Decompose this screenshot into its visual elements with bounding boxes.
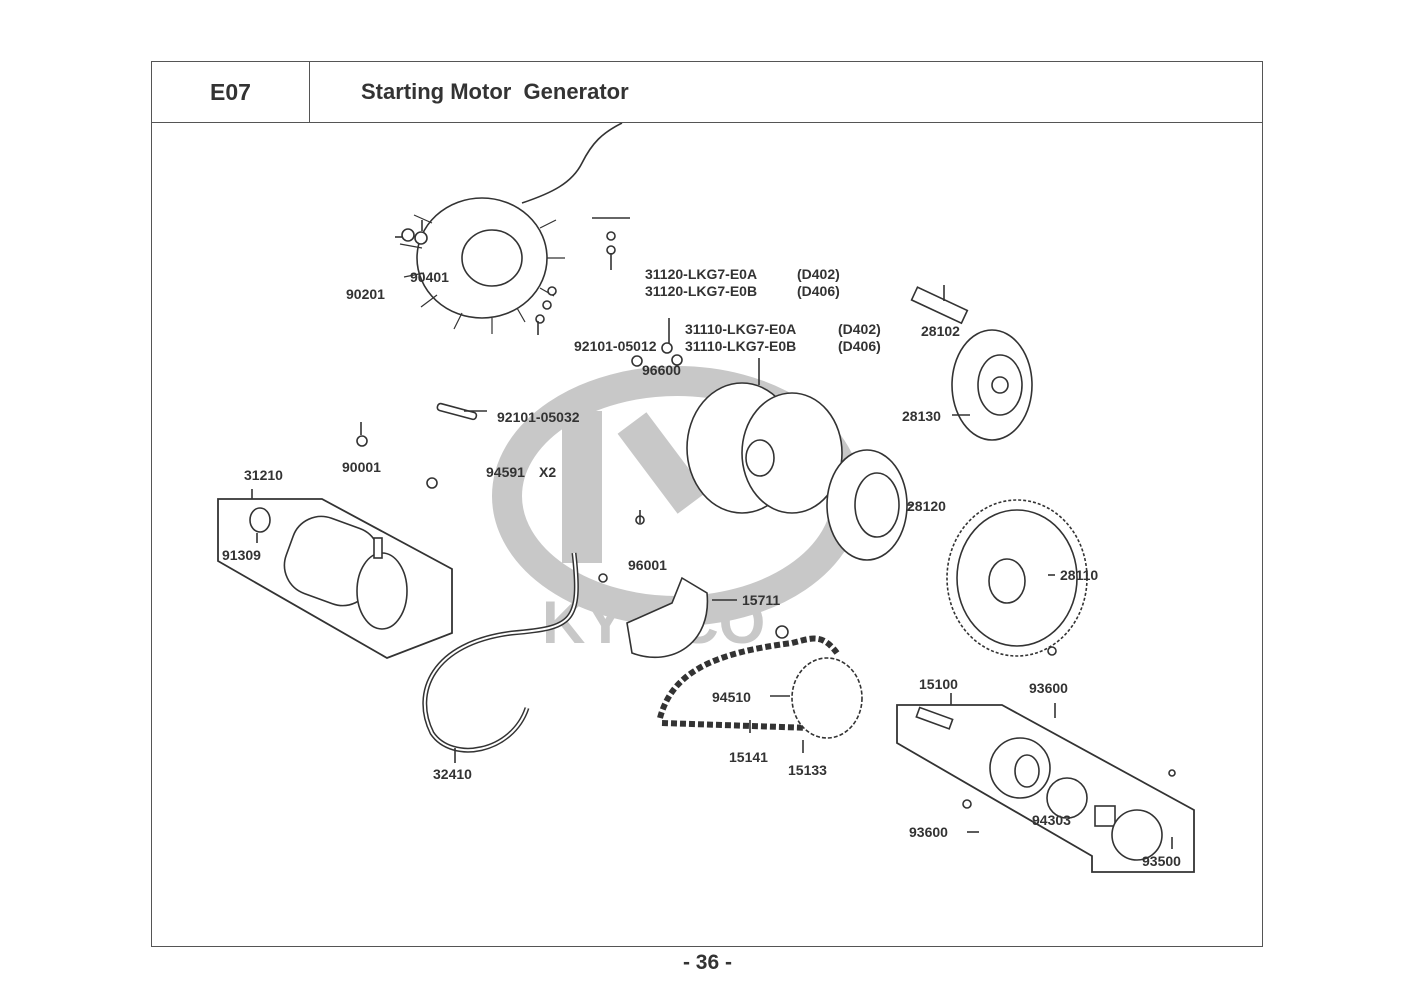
- section-header: E07 Starting Motor Generator: [152, 62, 1262, 123]
- part-label-28102: 28102: [921, 323, 960, 339]
- section-code: E07: [152, 62, 310, 122]
- stator-coil-drawing: [399, 123, 623, 334]
- part-label-15100: 15100: [919, 676, 958, 692]
- part-label-94510: 94510: [712, 689, 751, 705]
- starter-drive-group-outline: [896, 704, 1195, 873]
- part-label-94303: 94303: [1032, 812, 1071, 828]
- chain-drawing: [657, 635, 840, 719]
- part-label-92101-05012: 92101-05012: [574, 338, 657, 354]
- flywheel-drawing: [686, 382, 843, 514]
- gear-28130-drawing: [951, 329, 1033, 441]
- starter-drive-parts-drawing: [915, 706, 1163, 861]
- part-label-96001: 96001: [628, 557, 667, 573]
- chain-guide-drawing: [626, 576, 709, 659]
- part-label-stator-a: 31120-LKG7-E0A: [645, 266, 758, 282]
- woodruff-key-drawing: [436, 402, 478, 421]
- starter-motor-drawing: [283, 515, 408, 630]
- part-variant-stator-a: (D402): [797, 266, 840, 282]
- part-label-90401: 90401: [410, 269, 449, 285]
- part-label-flywheel-b: 31110-LKG7-E0B: [685, 338, 797, 354]
- exploded-parts-diagram: KYMCO: [152, 123, 1262, 946]
- part-label-94591: 94591: [486, 464, 525, 480]
- part-label-15141: 15141: [729, 749, 768, 765]
- sprocket-drawing: [791, 657, 863, 739]
- part-label-90001: 90001: [342, 459, 381, 475]
- pin-drawing: [910, 286, 969, 325]
- part-label-93600-top: 93600: [1029, 680, 1068, 696]
- part-label-94591-quantity: X2: [539, 464, 557, 480]
- part-label-flywheel-a: 31110-LKG7-E0A: [685, 321, 797, 337]
- starter-motor-group-outline: [217, 498, 453, 659]
- part-label-96600: 96600: [642, 362, 681, 378]
- section-title: Starting Motor Generator: [361, 79, 629, 104]
- one-way-clutch-drawing: [826, 449, 908, 561]
- part-label-28110: 28110: [1060, 567, 1099, 583]
- starter-gear-28110-drawing: [946, 499, 1088, 657]
- part-label-91309: 91309: [222, 547, 261, 563]
- part-variant-stator-b: (D406): [797, 283, 840, 299]
- part-variant-flywheel-a: (D402): [838, 321, 881, 337]
- part-label-93500: 93500: [1142, 853, 1181, 869]
- part-label-28120: 28120: [907, 498, 946, 514]
- part-label-28130: 28130: [902, 408, 941, 424]
- diagram-drawing: KYMCO: [217, 123, 1195, 873]
- parts-catalog-frame: E07 Starting Motor Generator KYMCO: [151, 61, 1263, 947]
- leader-lines: [251, 217, 1173, 849]
- part-label-15711: 15711: [742, 592, 781, 608]
- page-number: - 36 -: [682, 951, 732, 974]
- part-label-15133: 15133: [788, 762, 827, 778]
- part-label-93600-bottom: 93600: [909, 824, 948, 840]
- part-label-90201: 90201: [346, 286, 385, 302]
- part-label-32410: 32410: [433, 766, 472, 782]
- part-label-stator-b: 31120-LKG7-E0B: [645, 283, 758, 299]
- part-label-31210: 31210: [244, 467, 283, 483]
- part-label-92101-05032: 92101-05032: [497, 409, 580, 425]
- o-ring-drawing: [249, 507, 271, 533]
- part-variant-flywheel-b: (D406): [838, 338, 881, 354]
